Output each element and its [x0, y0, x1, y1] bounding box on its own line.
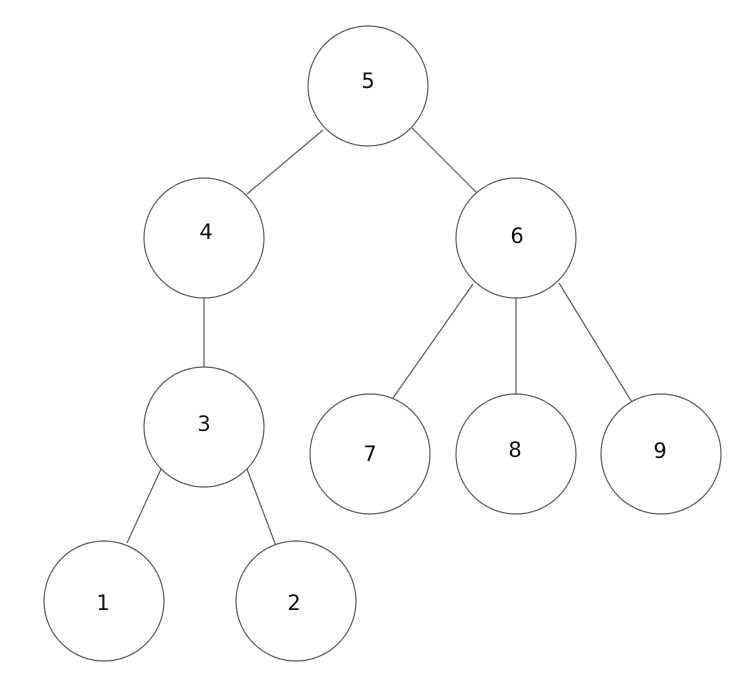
node-6-circle — [455, 177, 577, 299]
node-1: 1 — [43, 540, 165, 662]
node-9-circle — [600, 393, 722, 515]
edge-3-2 — [246, 468, 277, 547]
node-8-label: 8 — [508, 438, 521, 462]
node-4-circle — [143, 177, 265, 299]
node-6-label: 6 — [510, 224, 523, 248]
node-5-circle — [307, 25, 429, 147]
node-4: 4 — [143, 177, 265, 299]
node-8-circle — [455, 393, 577, 515]
node-2-circle — [235, 540, 357, 662]
node-2: 2 — [235, 540, 357, 662]
node-9-label: 9 — [653, 439, 666, 463]
edge-6-9 — [558, 282, 634, 405]
node-1-circle — [43, 540, 165, 662]
node-2-label: 2 — [287, 591, 300, 615]
node-4-label: 4 — [199, 220, 212, 244]
node-3-circle — [143, 366, 265, 488]
node-7-label: 7 — [363, 442, 376, 466]
node-5-label: 5 — [361, 69, 374, 93]
node-7: 7 — [309, 393, 431, 515]
edge-5-6 — [411, 127, 479, 195]
node-3-label: 3 — [197, 412, 210, 436]
node-5: 5 — [307, 25, 429, 147]
node-1-label: 1 — [96, 591, 109, 615]
node-8: 8 — [455, 393, 577, 515]
edge-3-1 — [126, 468, 162, 544]
node-9: 9 — [600, 393, 722, 515]
edge-5-4 — [246, 129, 324, 195]
edge-6-7 — [392, 283, 474, 399]
node-7-circle — [309, 393, 431, 515]
node-6: 6 — [455, 177, 577, 299]
node-3: 3 — [143, 366, 265, 488]
